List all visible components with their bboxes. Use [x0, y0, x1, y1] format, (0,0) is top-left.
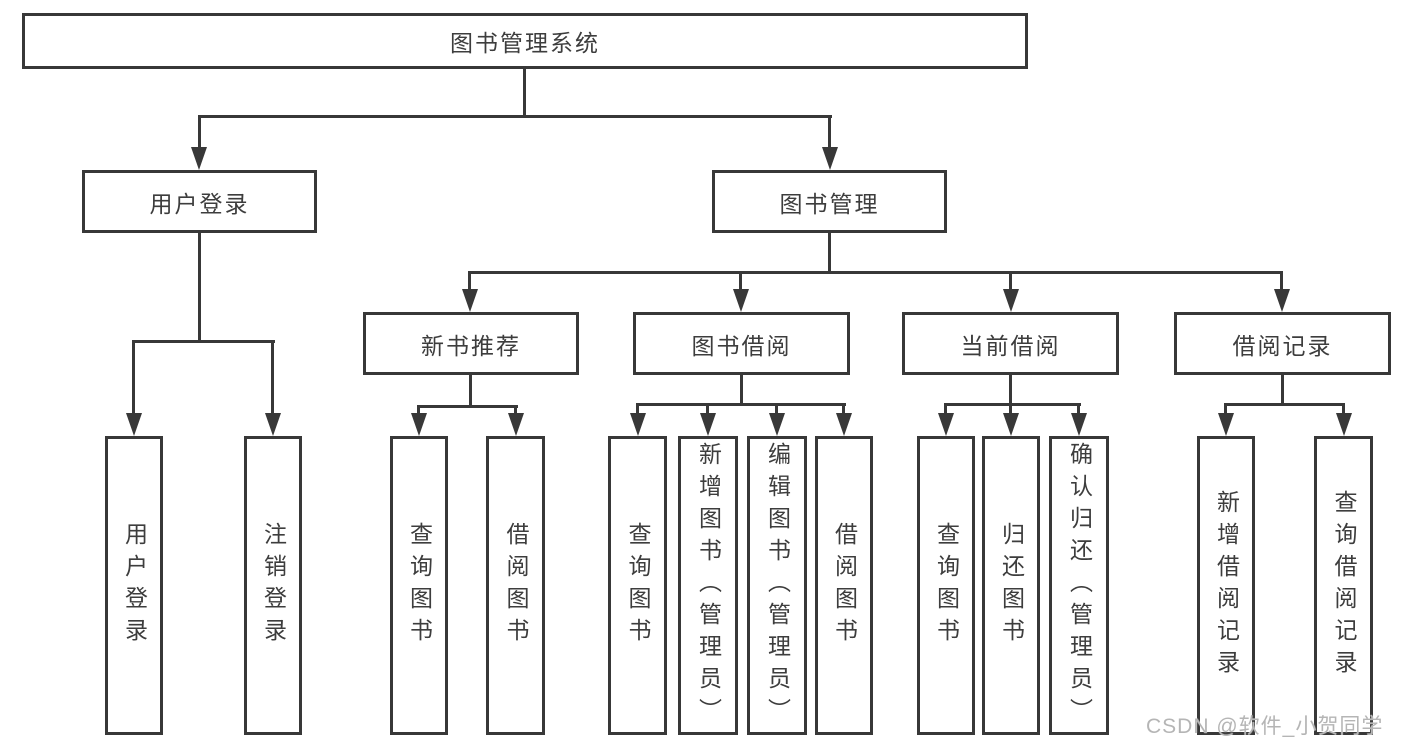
leaf-label: 注销登录 [260, 521, 287, 650]
connector-line [198, 115, 832, 118]
leaf-logout: 注销登录 [244, 436, 302, 735]
arrowhead-down-icon [700, 413, 716, 436]
arrow-stem [1224, 405, 1227, 416]
connector-line [1009, 375, 1012, 405]
connector-line [944, 403, 1081, 406]
arrow-stem [739, 273, 742, 292]
connector-line [198, 232, 201, 342]
node-root-library-system: 图书管理系统 [22, 13, 1028, 69]
connector-line [1224, 403, 1345, 406]
node-book-management: 图书管理 [712, 170, 947, 233]
arrow-stem [1009, 405, 1012, 416]
arrow-stem [1342, 405, 1345, 416]
arrowhead-down-icon [191, 147, 207, 170]
arrowhead-down-icon [265, 413, 281, 436]
arrow-stem [271, 342, 274, 416]
arrowhead-down-icon [733, 289, 749, 312]
leaf-add-borrow-record: 新增借阅记录 [1197, 436, 1255, 735]
arrowhead-down-icon [508, 413, 524, 436]
node-current-borrow: 当前借阅 [902, 312, 1119, 375]
arrowhead-down-icon [769, 413, 785, 436]
leaf-label: 查询图书 [625, 521, 651, 650]
arrowhead-down-icon [1218, 413, 1234, 436]
node-user-login-branch: 用户登录 [82, 170, 317, 233]
connector-line [469, 375, 472, 407]
leaf-edit-book-admin: 编辑图书（管理员） [747, 436, 807, 735]
leaf-query-books-current: 查询图书 [917, 436, 975, 735]
connector-line [1281, 375, 1284, 405]
arrowhead-down-icon [1071, 413, 1087, 436]
arrow-stem [636, 405, 639, 416]
csdn-watermark: CSDN @软件_小贺同学 [1146, 715, 1384, 738]
leaf-borrow-books: 借阅图书 [815, 436, 873, 735]
connector-line [828, 232, 831, 273]
arrow-stem [944, 405, 947, 416]
arrowhead-down-icon [1336, 413, 1352, 436]
node-label: 新书推荐 [421, 332, 521, 359]
connector-line [417, 405, 518, 408]
leaf-label: 编辑图书（管理员） [764, 441, 791, 730]
leaf-add-book-admin: 新增图书（管理员） [678, 436, 738, 735]
arrow-stem [1009, 273, 1012, 292]
node-label: 用户登录 [149, 190, 250, 217]
leaf-label: 查询图书 [933, 521, 960, 650]
node-label: 图书管理 [779, 190, 880, 217]
connector-line [468, 271, 1283, 274]
connector-line [132, 340, 275, 343]
leaf-query-borrow-record: 查询借阅记录 [1314, 436, 1373, 735]
leaf-label: 借阅图书 [503, 521, 529, 650]
leaf-label: 归还图书 [998, 521, 1025, 650]
arrowhead-down-icon [836, 413, 852, 436]
leaf-return-book: 归还图书 [982, 436, 1040, 735]
leaf-label: 新增借阅记录 [1213, 489, 1240, 682]
leaf-label: 借阅图书 [831, 521, 858, 650]
arrow-stem [468, 273, 471, 292]
arrow-stem [842, 405, 845, 416]
leaf-label: 确认归还（管理员） [1066, 441, 1093, 730]
leaf-borrow-books-recommend: 借阅图书 [486, 436, 545, 735]
leaf-confirm-return-admin: 确认归还（管理员） [1049, 436, 1109, 735]
arrow-stem [828, 117, 831, 149]
arrow-stem [132, 342, 135, 416]
arrow-stem [198, 117, 201, 149]
arrowhead-down-icon [1274, 289, 1290, 312]
connector-line [740, 375, 743, 405]
arrow-stem [775, 405, 778, 416]
leaf-label: 查询图书 [406, 521, 433, 650]
node-book-borrow: 图书借阅 [633, 312, 850, 375]
arrowhead-down-icon [1003, 413, 1019, 436]
leaf-user-login: 用户登录 [105, 436, 163, 735]
leaf-label: 查询借阅记录 [1331, 489, 1357, 682]
node-label: 当前借阅 [960, 332, 1061, 359]
arrow-stem [417, 407, 420, 416]
arrow-stem [1280, 273, 1283, 292]
arrow-stem [706, 405, 709, 416]
leaf-label: 用户登录 [121, 521, 148, 650]
node-label: 借阅记录 [1232, 332, 1333, 359]
node-label: 图书管理系统 [450, 30, 600, 56]
leaf-label: 新增图书（管理员） [695, 441, 722, 730]
connector-line [523, 69, 526, 117]
arrowhead-down-icon [1003, 289, 1019, 312]
arrowhead-down-icon [822, 147, 838, 170]
leaf-query-books-recommend: 查询图书 [390, 436, 448, 735]
connector-line [636, 403, 846, 406]
arrow-stem [1077, 405, 1080, 416]
arrowhead-down-icon [411, 413, 427, 436]
node-new-book-recommend: 新书推荐 [363, 312, 579, 375]
arrowhead-down-icon [630, 413, 646, 436]
node-borrow-records: 借阅记录 [1174, 312, 1391, 375]
leaf-query-books-borrow: 查询图书 [608, 436, 667, 735]
arrowhead-down-icon [126, 413, 142, 436]
node-label: 图书借阅 [691, 332, 792, 359]
arrowhead-down-icon [462, 289, 478, 312]
arrowhead-down-icon [938, 413, 954, 436]
arrow-stem [514, 407, 517, 416]
